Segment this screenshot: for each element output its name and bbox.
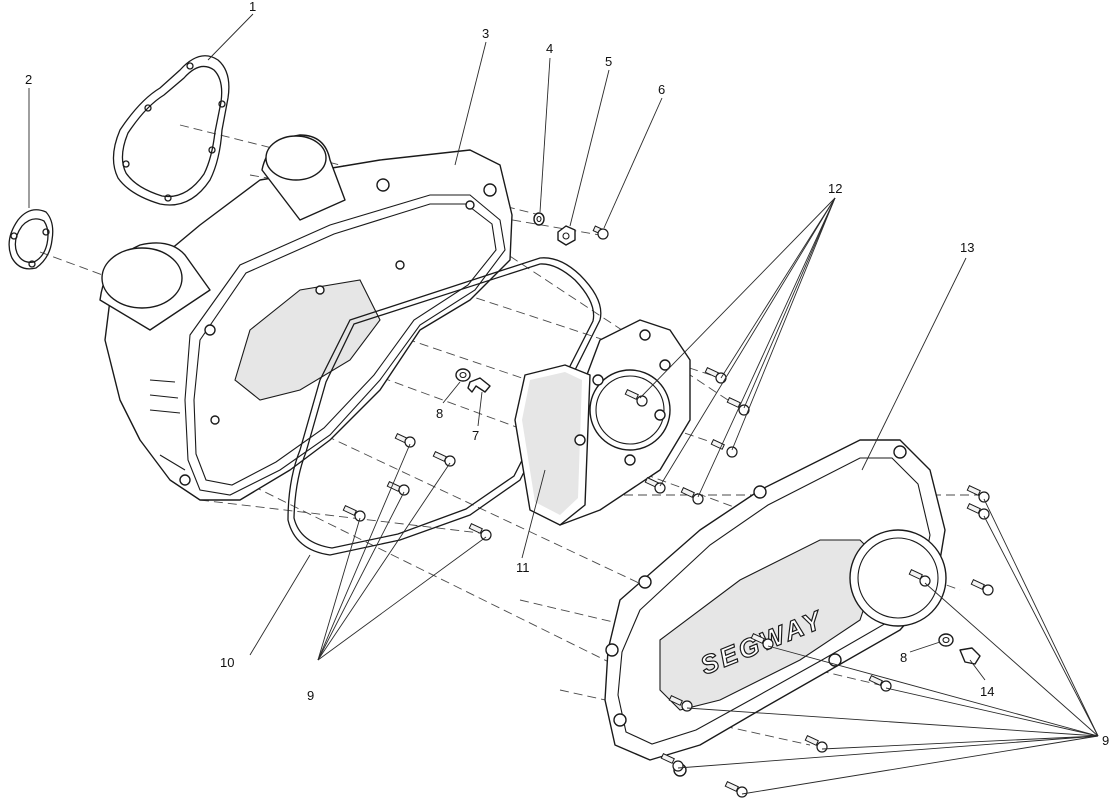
- bolt: [804, 734, 828, 753]
- leader-lines: [28, 13, 1099, 795]
- bolt: [724, 780, 748, 798]
- bolt: [680, 486, 704, 505]
- callout-7: 7: [472, 428, 479, 443]
- callout-10: 10: [220, 655, 234, 670]
- callout-6: 6: [658, 82, 665, 97]
- callout-5: 5: [605, 54, 612, 69]
- part-10-cover-seal: [287, 257, 602, 556]
- part-7-clip: [467, 377, 491, 393]
- callout-2: 2: [25, 72, 32, 87]
- callout-3: 3: [482, 26, 489, 41]
- part-8-nut-upper: [455, 368, 471, 382]
- part-3-inner-housing: [99, 134, 513, 501]
- bolt: [624, 388, 648, 407]
- part-6-bolt: [592, 225, 609, 240]
- callout-labels: 1 2 3 4 5 6 7 8 8 9 9 10 11 12 13 14: [25, 0, 1109, 748]
- bolt: [644, 476, 666, 494]
- bolts: [342, 366, 994, 798]
- part-8-nut-lower: [938, 633, 954, 647]
- part-14-clip: [959, 647, 981, 665]
- bolt: [386, 480, 410, 496]
- part-1-large-gasket: [112, 55, 230, 206]
- bolt: [342, 504, 366, 522]
- callout-13: 13: [960, 240, 974, 255]
- bolt: [468, 522, 492, 541]
- callout-11: 11: [516, 560, 530, 575]
- bolt: [966, 502, 990, 520]
- callout-9-right: 9: [1102, 733, 1109, 748]
- callout-1: 1: [249, 0, 256, 14]
- callout-4: 4: [546, 41, 553, 56]
- part-11-cover-insert: [514, 319, 691, 526]
- bolt: [660, 752, 684, 772]
- callout-14: 14: [980, 684, 994, 699]
- part-2-small-gasket: [8, 209, 54, 270]
- callout-9-left: 9: [307, 688, 314, 703]
- bolt: [394, 432, 416, 448]
- callout-8-lower: 8: [900, 650, 907, 665]
- callout-8-upper: 8: [436, 406, 443, 421]
- bolt: [966, 484, 990, 503]
- part-5-nut: [557, 225, 576, 246]
- part-4-washer: [533, 212, 545, 226]
- callout-12: 12: [828, 181, 842, 196]
- bolt: [908, 568, 931, 587]
- bolt: [970, 578, 994, 596]
- bolt: [432, 450, 456, 467]
- bolt: [726, 396, 750, 416]
